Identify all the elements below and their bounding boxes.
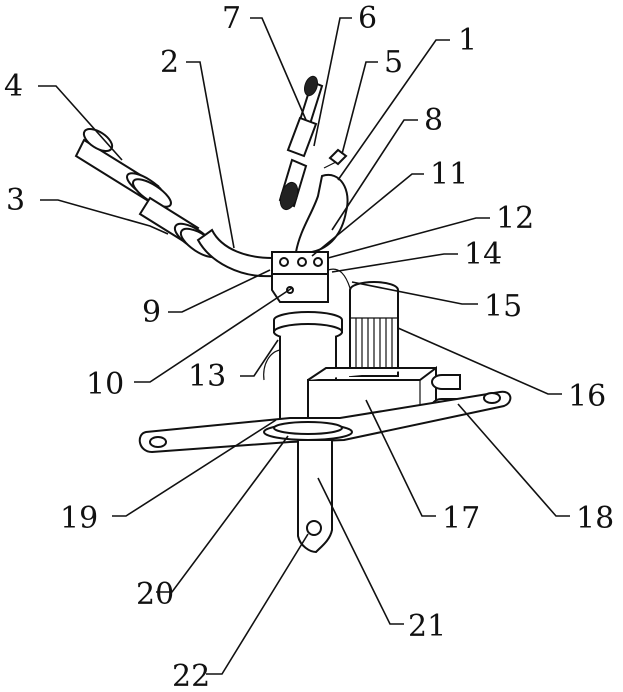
label-7: 7	[222, 1, 241, 36]
label-8: 8	[424, 103, 443, 138]
label-1: 1	[458, 23, 477, 58]
label-3: 3	[6, 183, 25, 218]
rotation-arc	[264, 350, 280, 380]
label-17: 17	[442, 501, 480, 536]
label-9: 9	[142, 295, 161, 330]
label-4: 4	[4, 69, 23, 104]
label-12: 12	[496, 201, 534, 236]
label-16: 16	[568, 379, 606, 414]
label-19: 19	[60, 501, 98, 536]
label-21: 21	[408, 609, 446, 644]
valve-block	[272, 252, 350, 302]
label-6: 6	[358, 1, 377, 36]
label-13: 13	[188, 359, 226, 394]
label-5: 5	[384, 45, 403, 80]
label-15: 15	[484, 289, 522, 324]
motor	[350, 282, 398, 376]
upper-pipe	[277, 75, 347, 252]
label-2: 2	[160, 45, 179, 80]
label-18: 18	[576, 501, 614, 536]
label-22: 22	[172, 659, 210, 692]
label-20: 20	[136, 577, 174, 612]
inlet-pipe	[76, 125, 272, 277]
label-10: 10	[86, 367, 124, 402]
label-11: 11	[430, 157, 468, 192]
label-14: 14	[464, 237, 502, 272]
